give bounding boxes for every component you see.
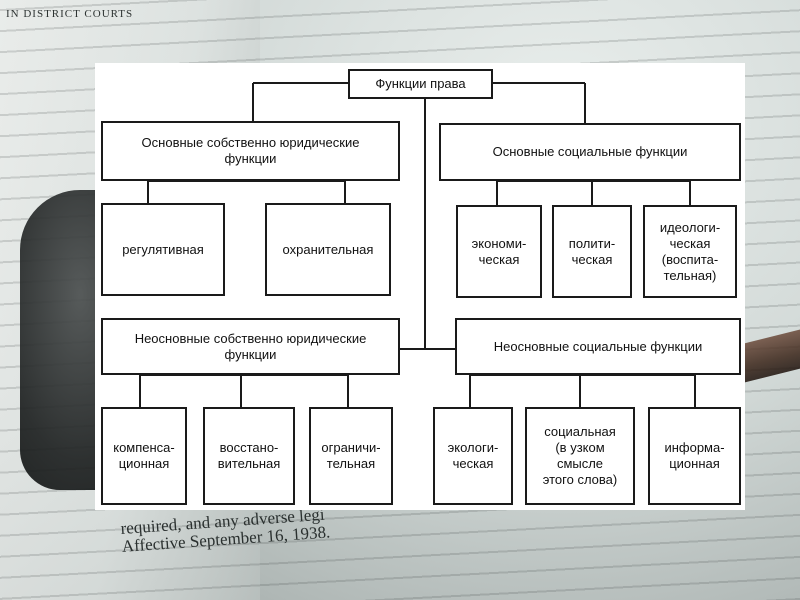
- economic-box: экономи- ческая: [456, 205, 542, 298]
- political-box: полити- ческая: [552, 205, 632, 298]
- restorative-label: восстано- вительная: [217, 440, 281, 471]
- book-header-text: IN DISTRICT COURTS: [6, 8, 134, 20]
- social-label: социальная (в узком смысле этого слова): [542, 424, 618, 487]
- compensatory-label: компенса- ционная: [113, 440, 175, 471]
- root-box: Функции права: [348, 69, 493, 99]
- right-secondary-box: Неосновные социальные функции: [455, 318, 741, 375]
- regulatory-box: регулятивная: [101, 203, 225, 296]
- left-primary-label: Основные собственно юридические функции: [141, 135, 360, 166]
- restorative-box: восстано- вительная: [203, 407, 295, 505]
- compensatory-box: компенса- ционная: [101, 407, 187, 505]
- root-label: Функции права: [375, 76, 466, 91]
- connector-lines: [139, 82, 696, 407]
- ideological-box: идеологи- ческая (воспита- тельная): [643, 205, 737, 298]
- social-box: социальная (в узком смысле этого слова): [525, 407, 635, 505]
- right-primary-box: Основные социальные функции: [439, 123, 741, 181]
- protective-label: охранительная: [282, 241, 374, 257]
- ideological-label: идеологи- ческая (воспита- тельная): [659, 219, 721, 283]
- left-primary-box: Основные собственно юридические функции: [101, 121, 400, 181]
- legal-functions-diagram: Функции права Основные собственно юридич…: [95, 63, 745, 510]
- informational-box: информа- ционная: [648, 407, 741, 505]
- right-primary-label: Основные социальные функции: [492, 144, 688, 159]
- left-secondary-box: Неосновные собственно юридические функци…: [101, 318, 400, 375]
- informational-label: информа- ционная: [664, 440, 725, 471]
- economic-label: экономи- ческая: [471, 235, 527, 267]
- right-secondary-label: Неосновные социальные функции: [493, 338, 703, 354]
- regulatory-label: регулятивная: [122, 241, 204, 257]
- restrictive-box: ограничи- тельная: [309, 407, 393, 505]
- ecological-label: экологи- ческая: [447, 440, 499, 471]
- ecological-box: экологи- ческая: [433, 407, 513, 505]
- left-secondary-label: Неосновные собственно юридические функци…: [134, 330, 367, 362]
- political-label: полити- ческая: [568, 235, 616, 267]
- restrictive-label: ограничи- тельная: [321, 440, 381, 471]
- protective-box: охранительная: [265, 203, 391, 296]
